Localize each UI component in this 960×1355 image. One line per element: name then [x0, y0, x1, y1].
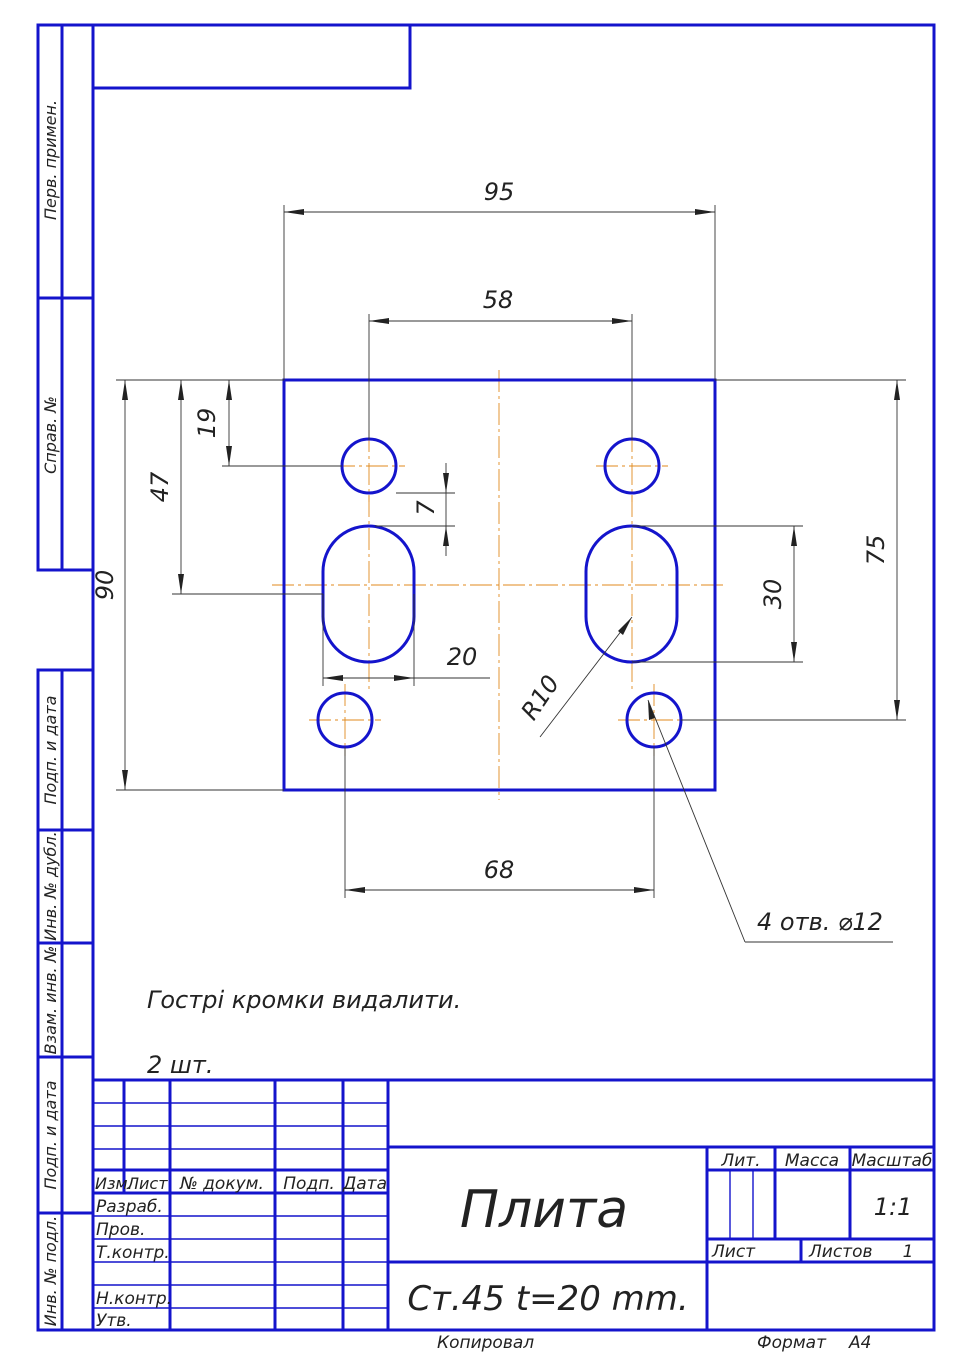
dim-20: 20: [447, 643, 478, 671]
dimension-texts: 95 58 19 47 90 7 20 R10 30 75 68 4 отв. …: [91, 178, 890, 936]
plate-outline: [282, 378, 717, 792]
tb-header-doc-no: № докум.: [179, 1174, 264, 1194]
holes-note: 4 отв. ⌀12: [757, 908, 883, 936]
dim-47: 47: [146, 471, 174, 502]
dim-75: 75: [862, 535, 890, 566]
tb-massa-label: Масса: [785, 1151, 839, 1171]
footer-format-value: A4: [848, 1333, 871, 1353]
side-label-podp-data-2: Подп. и дата: [41, 1081, 60, 1190]
side-label-perv-primen: Перв. примен.: [41, 100, 60, 220]
tb-header-data: Дата: [342, 1174, 387, 1194]
sheet-frame: [36, 23, 936, 1332]
side-label-vzam-inv-no: Взам. инв. №: [41, 946, 60, 1055]
tb-header-list: Лист: [126, 1174, 168, 1193]
footer-copied: Копировал: [437, 1333, 534, 1353]
dim-7: 7: [412, 500, 440, 516]
tb-material: Ст.45 t=20 mm.: [407, 1279, 688, 1319]
tb-header-izm: Изм.: [95, 1174, 133, 1193]
tb-scale-value: 1:1: [874, 1193, 913, 1221]
dim-r10: R10: [516, 670, 566, 725]
tb-role-n-kontr: Н.контр.: [96, 1289, 172, 1309]
tb-lit-label: Лит.: [720, 1151, 760, 1171]
dim-95: 95: [484, 178, 515, 206]
side-label-sprav-no: Справ. №: [41, 396, 60, 474]
dim-58: 58: [483, 286, 514, 314]
tb-sheets-label: Листов: [808, 1242, 873, 1262]
notes: Гострі кромки видалити. 2 шт.: [147, 986, 461, 1079]
dim-30: 30: [759, 579, 787, 610]
side-label-podp-data-1: Подп. и дата: [41, 696, 60, 805]
title-block: Изм. Лист № докум. Подп. Дата Разраб. Пр…: [93, 1078, 934, 1331]
tb-masshtab-label: Масштаб: [852, 1151, 933, 1171]
center-lines: [272, 370, 725, 800]
side-labels: Перв. примен. Справ. № Подп. и дата Инв.…: [41, 100, 60, 1326]
side-label-inv-no-dubl: Инв. № дубл.: [41, 831, 60, 940]
slot-right: [584, 524, 679, 664]
tb-header-podp: Подп.: [283, 1174, 334, 1194]
tb-role-t-kontr: Т.контр.: [96, 1243, 170, 1263]
dim-90: 90: [91, 570, 119, 601]
sheet-footer: Копировал Формат A4: [437, 1333, 871, 1353]
tb-role-razrab: Разраб.: [96, 1197, 163, 1217]
tb-part-name: Плита: [460, 1180, 628, 1240]
footer-format-label: Формат: [757, 1333, 827, 1353]
tb-sheets-value: 1: [903, 1242, 914, 1262]
dimension-lines: [116, 205, 906, 943]
tb-sheet-label: Лист: [711, 1242, 756, 1262]
dim-19: 19: [193, 408, 221, 439]
dim-68: 68: [484, 856, 515, 884]
note-quantity: 2 шт.: [147, 1051, 213, 1079]
tb-role-prov: Пров.: [96, 1220, 145, 1240]
tb-role-utv: Утв.: [96, 1311, 132, 1331]
side-label-inv-no-podl: Инв. № подл.: [41, 1216, 60, 1326]
note-edges: Гострі кромки видалити.: [147, 986, 461, 1014]
slot-left: [321, 524, 416, 664]
